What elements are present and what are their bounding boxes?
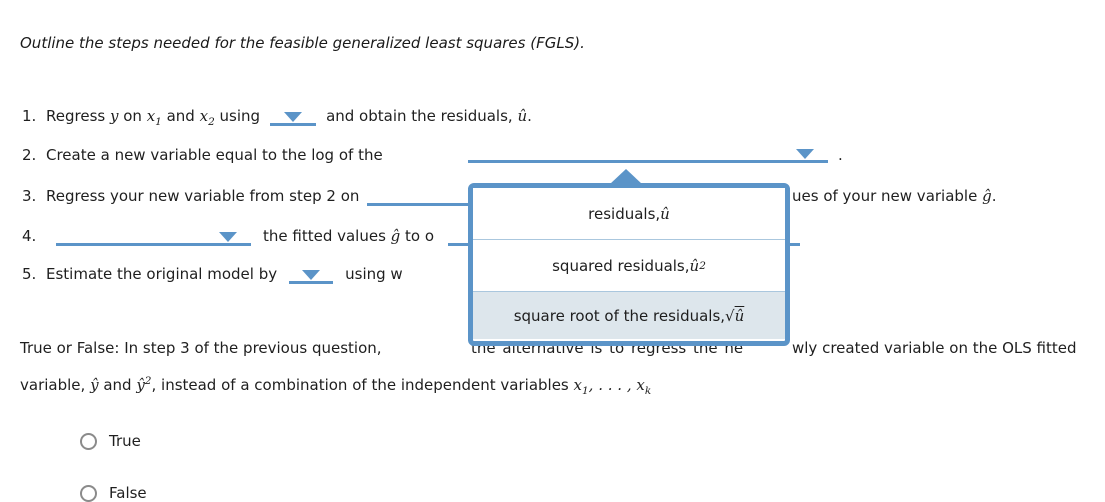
step-3-text: . (991, 187, 997, 205)
math-g-hat: ĝ (390, 227, 401, 245)
step-4-text: the fitted values (263, 227, 391, 245)
chevron-down-icon (302, 270, 321, 280)
math-x2-sub: 2 (208, 116, 215, 128)
step-5-text: Estimate the original model by (46, 265, 278, 283)
step-1-text: and (161, 107, 200, 125)
tf-text: and (98, 376, 137, 394)
option-label: residuals, (588, 204, 661, 223)
dropdown-option-residuals[interactable]: residuals, û (473, 188, 785, 240)
step-3-text-right: ues of your new variable ĝ. (792, 186, 996, 206)
math-y-hat: ŷ (90, 376, 99, 394)
dropdown-option-sqrt-residuals[interactable]: square root of the residuals, √û (473, 292, 785, 339)
math-x1: x (573, 376, 582, 394)
tf-text: , instead of a combination of the indepe… (151, 376, 574, 394)
radio-true-label: True (109, 432, 141, 450)
step-2: 2. Create a new variable equal to the log… (22, 145, 383, 165)
step-2-text: Create a new variable equal to the log o… (46, 146, 383, 164)
math-u-hat: û (517, 107, 528, 125)
math-x1-sub: 1 (155, 116, 162, 128)
math-u-hat-squared: û (689, 256, 700, 275)
math-ellipsis: , . . . , (588, 376, 637, 394)
step-1-text: Regress (46, 107, 110, 125)
tf-text: variable, (20, 376, 91, 394)
math-x2: x (199, 107, 209, 125)
math-y-hat-squared: ŷ (136, 376, 145, 394)
math-x1-sub: 1 (581, 385, 589, 397)
math-x1: x (146, 107, 156, 125)
radio-button-icon[interactable] (80, 433, 97, 450)
dropdown-blank-step-4[interactable] (56, 228, 251, 246)
math-xk: x (636, 376, 645, 394)
math-sup-2: 2 (699, 259, 706, 272)
radio-option-true[interactable]: True (80, 432, 141, 450)
question-prompt: Outline the steps needed for the feasibl… (20, 34, 585, 52)
math-u-hat: û (660, 204, 670, 223)
step-3-number: 3. (22, 187, 37, 205)
step-4-number: 4. (22, 227, 37, 245)
step-1-text: on (118, 107, 147, 125)
dropdown-blank-step-1[interactable] (270, 108, 317, 126)
step-5: 5. Estimate the original model by using w (22, 264, 403, 284)
option-label: squared residuals, (552, 256, 690, 275)
dropdown-blank-step-5[interactable] (289, 266, 334, 284)
radio-false-label: False (109, 484, 147, 502)
dropdown-blank-step-2[interactable] (468, 145, 828, 163)
chevron-down-icon (796, 149, 814, 159)
tf-question-line1-left: True or False: In step 3 of the previous… (20, 339, 382, 357)
step-3-text: ues of your new variable (792, 187, 983, 205)
math-g-hat: ĝ (982, 187, 992, 205)
step-3-text: Regress your new variable from step 2 on (46, 187, 360, 205)
step-1-text: and obtain the residuals, (326, 107, 518, 125)
radio-button-icon[interactable] (80, 485, 97, 502)
step-5-number: 5. (22, 265, 37, 283)
math-u-hat-under-radical: û (734, 306, 745, 325)
math-sup-2: 2 (144, 375, 152, 387)
step-2-period: . (838, 146, 843, 164)
step-1-text: using (214, 107, 261, 125)
step-5-text: using w (345, 265, 403, 283)
step-4-text: to o (400, 227, 435, 245)
step-4: 4. the fitted values ĝ to o (22, 226, 434, 246)
chevron-down-icon (284, 112, 303, 122)
step-1-text: . (527, 107, 532, 125)
step-1-number: 1. (22, 107, 37, 125)
step-2-number: 2. (22, 146, 37, 164)
math-xk-sub: k (644, 385, 652, 397)
option-label: square root of the residuals, (513, 306, 726, 325)
tf-question-line1-right: wly created variable on the OLS fitted (792, 339, 1077, 357)
math-sqrt-icon: √ (725, 306, 735, 325)
tf-question-line2: variable, ŷ and ŷ2, instead of a combina… (20, 371, 651, 401)
radio-option-false[interactable]: False (80, 484, 147, 502)
popup-arrow-up-icon (610, 169, 642, 184)
math-y: y (109, 107, 119, 125)
chevron-down-icon (219, 232, 237, 242)
